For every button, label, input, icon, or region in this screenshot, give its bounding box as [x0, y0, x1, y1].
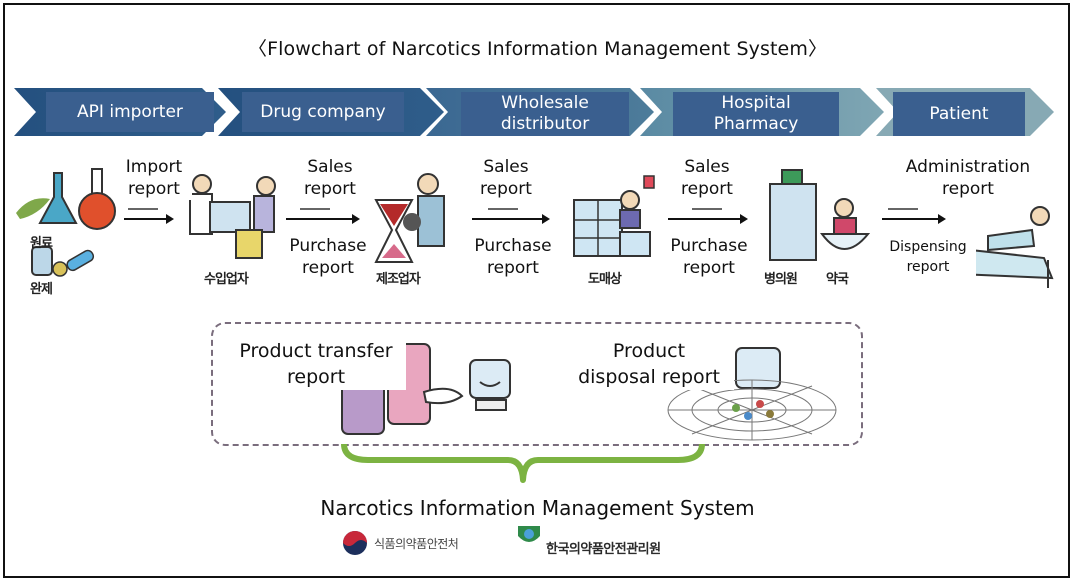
diagram-title: 〈Flowchart of Narcotics Information Mana… [0, 34, 1075, 61]
purchase-report-label-2: Purchase report [466, 235, 560, 279]
product-transfer-report-label: Product transfer report [226, 338, 406, 390]
gear-icon [403, 213, 421, 231]
round-flask-icon [78, 192, 116, 230]
raw-materials-kor-label: 원료 [30, 236, 53, 251]
stage-label-line: Drug company [260, 101, 386, 122]
hourglass-icon [374, 199, 414, 263]
wholesaler-illustration [573, 175, 655, 257]
label-line: report [302, 258, 354, 278]
importer-kor-label: 수입업자 [204, 272, 249, 287]
system-report-box [211, 322, 863, 446]
purchase-report-label-1: Purchase report [282, 235, 374, 279]
system-title: Narcotics Information Management System [320, 496, 755, 520]
label-line: Import [125, 157, 183, 177]
purchase-report-label-3: Purchase report [662, 235, 756, 279]
stage-drug-company: Drug company [242, 92, 404, 132]
computer-icon [469, 359, 511, 399]
finished-product-kor-label: 완제 [30, 282, 53, 297]
mfds-logo-icon [343, 531, 367, 555]
stage-label-line: Wholesale [501, 93, 589, 113]
label-line: Dispensing [889, 239, 967, 255]
stage-label-line: API importer [77, 101, 183, 122]
arrow-mark [888, 208, 918, 210]
mortar-bowl-icon [820, 233, 870, 250]
label-line: Product transfer [239, 340, 393, 362]
computer-icon [735, 347, 781, 389]
label-line: report [304, 179, 356, 199]
label-line: Purchase [474, 236, 552, 256]
label-line: Purchase [670, 236, 748, 256]
label-line: Purchase [289, 236, 367, 256]
sales-arrow-2 [472, 214, 550, 224]
import-report-label: Import report [116, 156, 192, 200]
bag-icon [235, 229, 263, 259]
arrow-mark [692, 208, 722, 210]
sales-arrow-3 [668, 214, 748, 224]
title-open-bracket: 〈 [247, 38, 268, 60]
stage-label-line: distributor [500, 114, 590, 134]
arrow-mark [488, 208, 518, 210]
label-line: report [286, 366, 346, 388]
import-arrow [124, 214, 174, 224]
wholesaler-kor-label: 도매상 [588, 272, 622, 287]
label-line: Administration [905, 157, 1031, 177]
sales-report-label-1: Sales report [290, 156, 370, 200]
bottle-icon [31, 246, 53, 276]
label-line: Product [612, 340, 686, 362]
title-text: Flowchart of Narcotics Information Manag… [267, 38, 808, 60]
label-line: report [681, 179, 733, 199]
sales-report-label-3: Sales report [668, 156, 746, 200]
label-line: report [683, 258, 735, 278]
arrow-mark [300, 208, 330, 210]
label-line: report [906, 259, 950, 275]
kids-logo-text: 한국의약품안전관리원 [546, 542, 661, 557]
label-line: report [480, 179, 532, 199]
patient-illustration [950, 206, 1054, 288]
title-close-bracket: 〉 [807, 38, 828, 60]
stage-patient: Patient [893, 92, 1025, 136]
sales-report-label-2: Sales report [468, 156, 544, 200]
label-line: Sales [483, 157, 529, 177]
raw-materials-illustration [16, 168, 116, 277]
label-line: Sales [307, 157, 353, 177]
hospital-kor-label: 병의원 [764, 272, 798, 287]
label-line: report [942, 179, 994, 199]
pharmacy-kor-label: 약국 [826, 272, 849, 287]
label-line: report [487, 258, 539, 278]
stage-wholesale-distributor: Wholesale distributor [461, 92, 629, 136]
web-net-icon [667, 379, 837, 441]
leaf-icon [16, 198, 50, 219]
label-line: report [128, 179, 180, 199]
stage-label-line: Hospital [721, 93, 791, 113]
manufacturer-kor-label: 제조업자 [376, 272, 421, 287]
mfds-logo-text: 식품의약품안전처 [374, 537, 459, 551]
dispensing-report-label: Dispensing report [880, 237, 976, 283]
arrow-mark [128, 208, 158, 210]
stage-label-line: Pharmacy [713, 114, 799, 134]
stage-api-importer: API importer [46, 92, 214, 132]
product-disposal-report-label: Product disposal report [564, 338, 734, 390]
box-icon [209, 201, 251, 233]
manufacturer-illustration [374, 173, 445, 263]
label-line: Sales [684, 157, 730, 177]
flask-icon [38, 172, 78, 224]
label-line: disposal report [578, 366, 720, 388]
kids-logo-icon [518, 526, 540, 542]
hospital-pharmacy-illustration [769, 169, 870, 261]
green-brace-icon [341, 443, 705, 483]
capsule-icon [66, 249, 95, 272]
administration-arrow [882, 214, 946, 224]
stage-label-line: Patient [929, 103, 989, 124]
administration-report-label: Administration report [898, 156, 1038, 200]
stage-hospital-pharmacy: Hospital Pharmacy [673, 92, 839, 136]
hospital-building-icon [769, 183, 817, 261]
sales-arrow-1 [286, 214, 360, 224]
product-disposal-illustration [667, 347, 837, 441]
importer-illustration [189, 174, 276, 259]
